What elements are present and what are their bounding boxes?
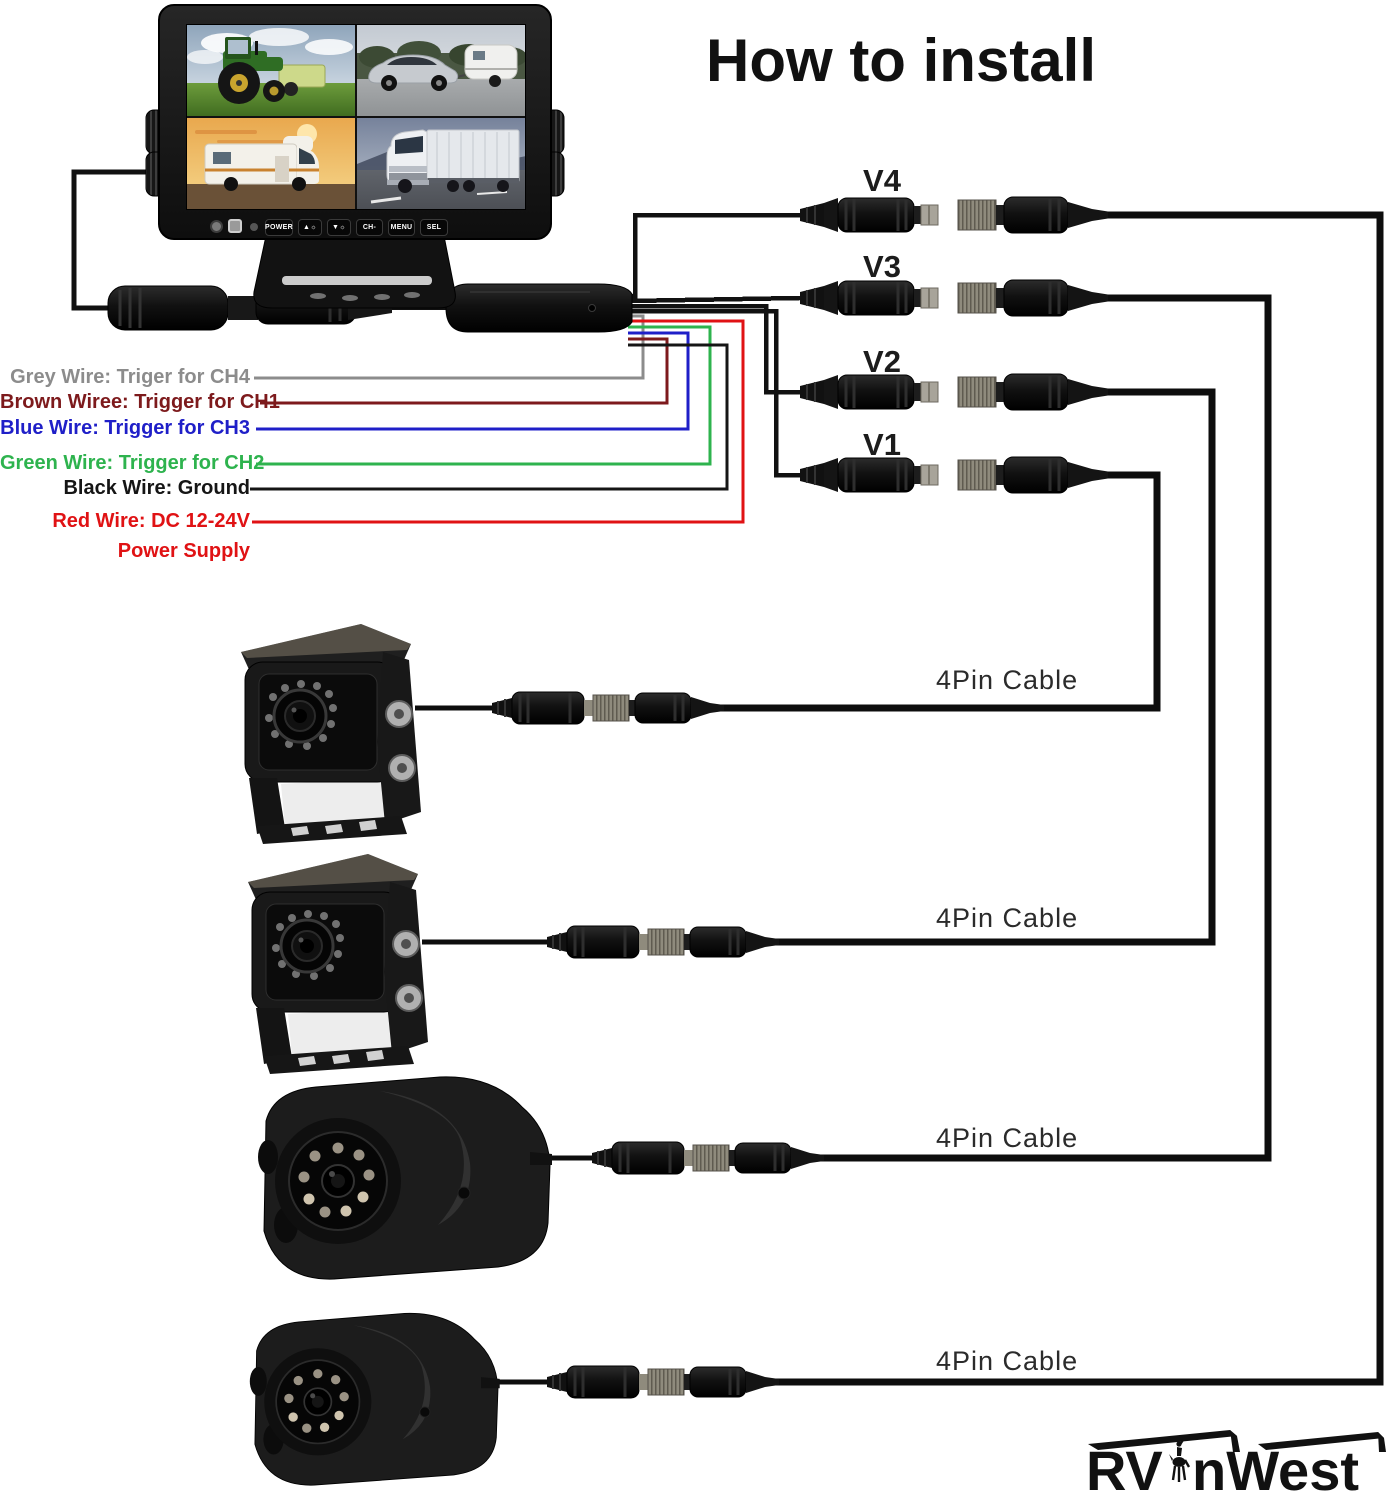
red-wire-label: Red Wire: DC 12-24V: [52, 510, 250, 532]
screen-view-truck: [357, 118, 525, 209]
menu-button: MENU: [388, 219, 415, 236]
four-pin-cable-label-2: 4Pin Cable: [936, 903, 1079, 933]
brand-logo: RV nWest: [1080, 1418, 1395, 1500]
v4-connector-male: [798, 196, 940, 234]
grey-trigger-wire: [254, 314, 645, 380]
down-brightness-button: ▼☼: [327, 219, 351, 236]
blue-trigger-wire: [256, 331, 690, 431]
v2-feed-wire: [628, 303, 800, 395]
power-button: POWER: [265, 219, 293, 236]
v3-connector-female: [956, 278, 1110, 318]
v1-connector-female: [956, 455, 1110, 495]
quad-monitor: POWER ▲☼ ▼☼ CH- MENU SEL: [158, 4, 552, 240]
up-brightness-button: ▲☼: [298, 219, 322, 236]
screen-view-car-trailer: [357, 25, 525, 116]
v4-connector-female: [956, 195, 1110, 235]
four-pin-cable-label-3: 4Pin Cable: [936, 1123, 1079, 1153]
mic-dot: [250, 223, 258, 231]
v3-connector-male: [798, 279, 940, 317]
power-led: [210, 220, 223, 233]
page-title: How to install: [706, 27, 1096, 94]
monitor-screen: [186, 24, 526, 210]
v2-connector-female: [956, 372, 1110, 412]
v1-input-label: V1: [863, 427, 901, 462]
horse-rider-icon: [1169, 1439, 1191, 1482]
side-camera-1: [257, 1075, 553, 1281]
four-pin-cable-label-4: 4Pin Cable: [936, 1346, 1079, 1376]
black-wire-label: Black Wire: Ground: [63, 477, 250, 499]
monitor-cable: [71, 169, 152, 311]
backup-camera-2: [246, 852, 430, 1076]
backup-camera-1: [239, 622, 423, 846]
green-wire-label: Green Wire: Trigger for CH2: [0, 452, 265, 474]
camera1-connector-pair: [490, 690, 726, 726]
brown-trigger-wire: [260, 337, 669, 405]
v4-input-label: V4: [863, 163, 901, 198]
v2-connector-male: [798, 373, 940, 411]
logo-text-rv: RV: [1086, 1439, 1163, 1498]
black-ground-wire: [250, 343, 729, 491]
power-supply-label: Power Supply: [117, 540, 250, 562]
camera3-connector-pair: [590, 1140, 826, 1176]
monitor-stand: [253, 235, 456, 309]
v4-feed-wire: [628, 212, 800, 299]
v1-connector-male: [798, 456, 940, 494]
channel-button: CH-: [356, 219, 383, 236]
logo-roof-strokes: [1088, 1430, 1386, 1452]
logo-text-nwest: nWest: [1192, 1439, 1359, 1498]
four-pin-cable-label-1: 4Pin Cable: [936, 665, 1079, 695]
v3-4pin-cable: [807, 294, 1272, 1162]
v1-4pin-cable: [707, 471, 1161, 712]
screen-view-rv: [187, 118, 355, 209]
v2-input-label: V2: [863, 344, 901, 379]
select-button: SEL: [420, 219, 448, 236]
v3-feed-wire: [627, 295, 801, 304]
green-trigger-wire: [256, 325, 712, 466]
v3-input-label: V3: [863, 249, 901, 284]
side-camera-2: [248, 1312, 501, 1487]
grey-wire-label: Grey Wire: Triger for CH4: [10, 366, 250, 388]
v4-4pin-cable: [762, 211, 1384, 1386]
brown-wire-label: Brown Wiree: Trigger for CH1: [0, 391, 280, 413]
harness-connector: [445, 283, 633, 333]
camera2-connector-pair: [545, 924, 781, 960]
red-power-wire: [252, 319, 745, 524]
v2-4pin-cable: [762, 388, 1216, 946]
camera4-connector-pair: [545, 1364, 781, 1400]
screen-view-tractor: [187, 25, 355, 116]
blue-wire-label: Blue Wire: Trigger for CH3: [0, 417, 250, 439]
ir-sensor: [228, 219, 242, 233]
v1-feed-wire: [628, 308, 800, 478]
